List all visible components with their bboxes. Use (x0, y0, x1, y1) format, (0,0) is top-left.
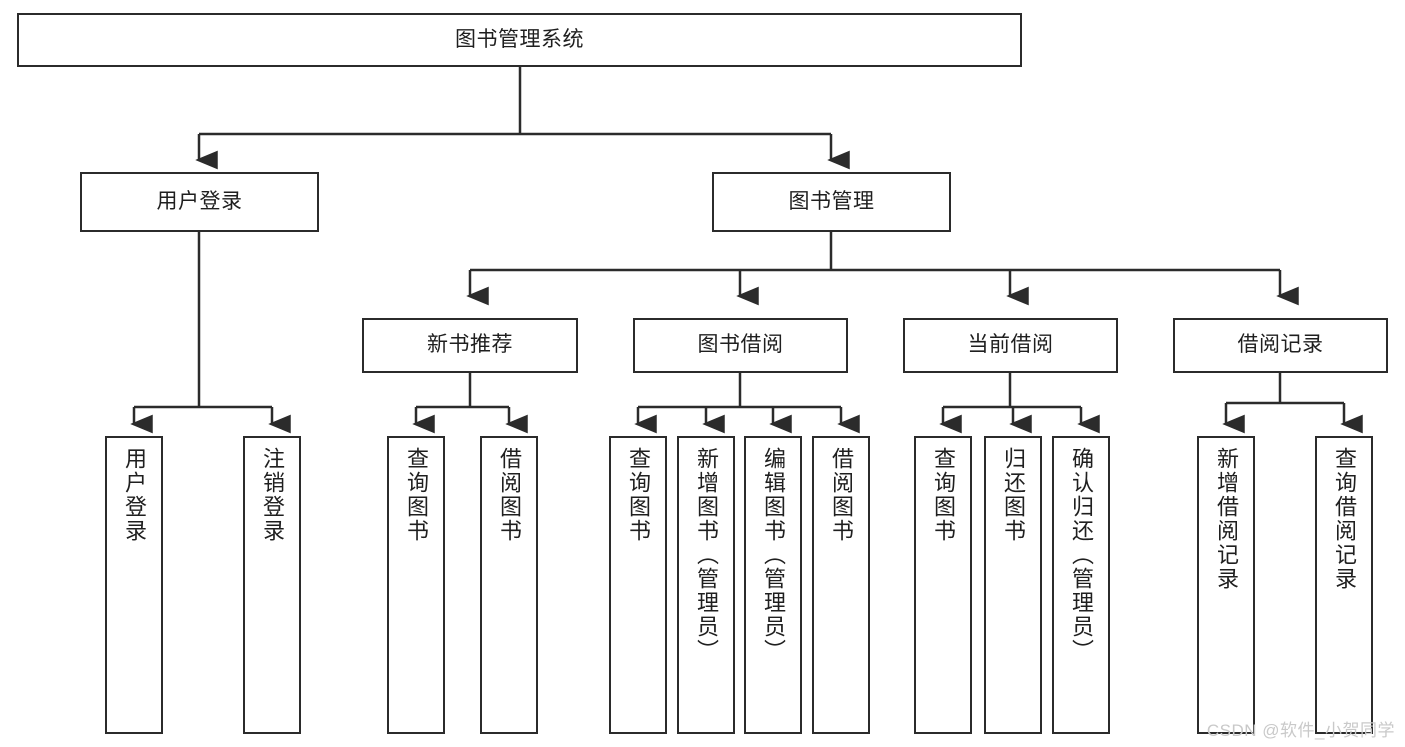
node-leaf-user-login[interactable]: 用户登录 (105, 436, 163, 734)
node-leaf-query-book-1-label: 查询图书 (404, 447, 429, 543)
node-current-borrow-label: 当前借阅 (967, 333, 1054, 357)
node-leaf-add-record[interactable]: 新增借阅记录 (1197, 436, 1255, 734)
node-leaf-borrow-book-1-label: 借阅图书 (497, 447, 522, 543)
node-book-manage-label: 图书管理 (788, 189, 875, 213)
node-user-login[interactable]: 用户登录 (80, 172, 319, 232)
node-book-borrow[interactable]: 图书借阅 (633, 318, 848, 373)
node-leaf-add-record-label: 新增借阅记录 (1214, 447, 1239, 591)
node-leaf-query-book-3[interactable]: 查询图书 (914, 436, 972, 734)
node-leaf-logout-login[interactable]: 注销登录 (243, 436, 301, 734)
watermark: CSDN @软件_小贺同学 (1206, 721, 1395, 740)
node-leaf-return-book-label: 归还图书 (1001, 447, 1026, 543)
node-borrow-record[interactable]: 借阅记录 (1173, 318, 1388, 373)
node-leaf-query-record-label: 查询借阅记录 (1332, 447, 1357, 591)
node-borrow-record-label: 借阅记录 (1237, 333, 1324, 357)
node-book-borrow-label: 图书借阅 (697, 333, 784, 357)
node-leaf-query-book-2[interactable]: 查询图书 (609, 436, 667, 734)
node-leaf-query-record[interactable]: 查询借阅记录 (1315, 436, 1373, 734)
node-leaf-query-book-3-label: 查询图书 (931, 447, 956, 543)
node-current-borrow[interactable]: 当前借阅 (903, 318, 1118, 373)
node-leaf-edit-book-label: 编辑图书（管理员） (761, 447, 786, 663)
node-leaf-return-book[interactable]: 归还图书 (984, 436, 1042, 734)
node-leaf-borrow-book-1[interactable]: 借阅图书 (480, 436, 538, 734)
node-leaf-add-book-label: 新增图书（管理员） (694, 447, 719, 663)
node-user-login-label: 用户登录 (156, 189, 243, 213)
node-leaf-borrow-book-2-label: 借阅图书 (829, 447, 854, 543)
node-leaf-user-login-label: 用户登录 (122, 447, 147, 543)
node-leaf-confirm-return[interactable]: 确认归还（管理员） (1052, 436, 1110, 734)
node-leaf-edit-book[interactable]: 编辑图书（管理员） (744, 436, 802, 734)
node-root-label: 图书管理系统 (455, 27, 584, 51)
node-leaf-confirm-return-label: 确认归还（管理员） (1069, 447, 1094, 663)
node-leaf-query-book-1[interactable]: 查询图书 (387, 436, 445, 734)
node-leaf-add-book[interactable]: 新增图书（管理员） (677, 436, 735, 734)
node-new-book-rec-label: 新书推荐 (427, 333, 513, 357)
node-new-book-rec[interactable]: 新书推荐 (362, 318, 578, 373)
node-root[interactable]: 图书管理系统 (17, 13, 1022, 67)
node-leaf-borrow-book-2[interactable]: 借阅图书 (812, 436, 870, 734)
node-leaf-logout-login-label: 注销登录 (260, 447, 285, 543)
node-book-manage[interactable]: 图书管理 (712, 172, 951, 232)
node-leaf-query-book-2-label: 查询图书 (626, 447, 651, 543)
